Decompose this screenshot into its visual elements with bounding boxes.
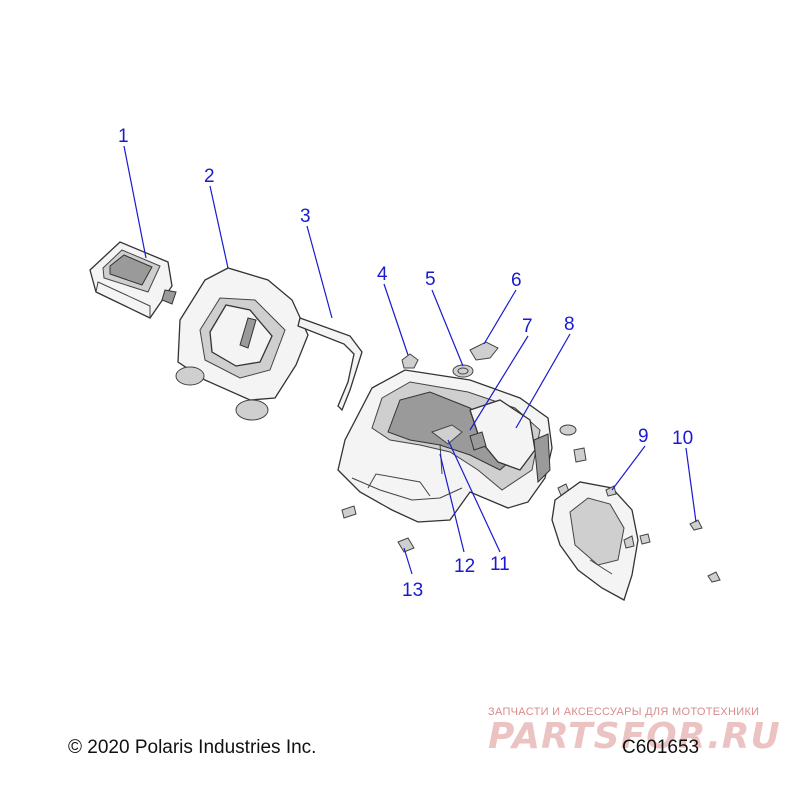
part-4-clip — [401, 353, 419, 369]
part-6-knob — [469, 341, 499, 361]
part-8-dash-panel — [337, 369, 553, 523]
leader-lines — [123, 145, 697, 575]
callout-6: 6 — [511, 270, 522, 291]
callout-4: 4 — [377, 264, 388, 285]
callout-3: 3 — [300, 206, 311, 227]
callout-7: 7 — [522, 316, 533, 337]
callout-8: 8 — [564, 314, 575, 335]
part-9-side-cover — [551, 481, 651, 601]
callout-5: 5 — [425, 269, 436, 290]
watermark-logo: PARTSFOR.RU — [488, 716, 781, 757]
callout-10: 10 — [672, 428, 693, 449]
callout-labels: 1 2 3 4 5 6 7 8 9 10 11 12 13 — [118, 126, 693, 601]
watermark-tagline: ЗАПЧАСТИ И АКСЕССУАРЫ ДЛЯ МОТОТЕХНИКИ — [488, 706, 760, 718]
callout-2: 2 — [204, 166, 215, 187]
part-10-screw — [689, 519, 721, 583]
part-3-trim-strip — [297, 317, 363, 412]
part-1-instrument-cluster — [89, 241, 177, 319]
part-13-fastener — [397, 537, 415, 553]
callout-1: 1 — [118, 126, 129, 147]
callout-13: 13 — [402, 580, 423, 601]
diagram-code: C601653 — [622, 737, 700, 758]
part-2-instrument-pod — [175, 267, 309, 421]
callout-12: 12 — [454, 556, 475, 577]
part-5-grommet — [452, 364, 474, 378]
callout-11: 11 — [490, 554, 510, 575]
copyright-text: © 2020 Polaris Industries Inc. — [68, 737, 317, 758]
callout-9: 9 — [638, 426, 649, 447]
